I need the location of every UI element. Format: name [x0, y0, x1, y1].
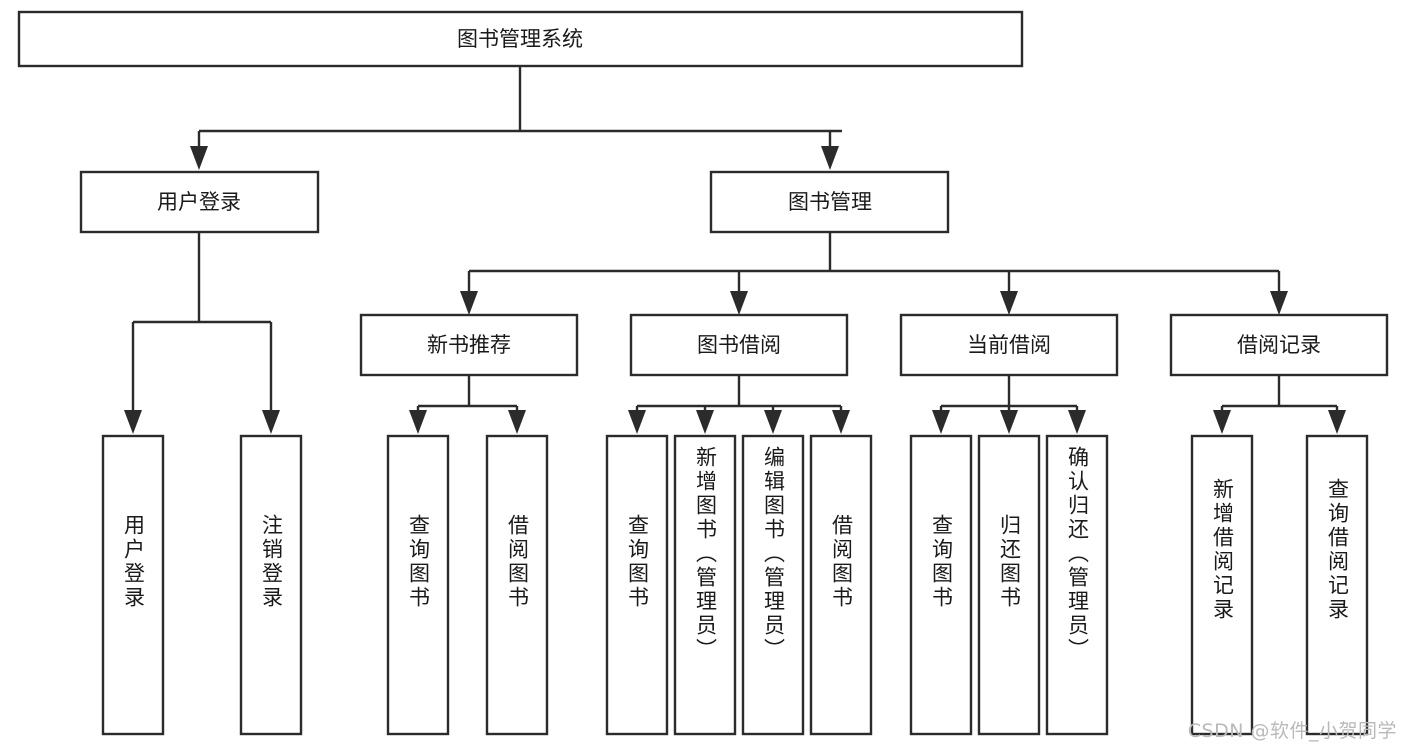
arrow-head-leaf-query-book-1 [409, 410, 427, 434]
node-leaf-query-record-box[interactable] [1305, 434, 1369, 736]
node-book-borrow-label: 图书借阅 [697, 333, 781, 357]
connector-group-new-book-recommend [409, 375, 526, 434]
node-user-login[interactable]: 用户登录 [79, 170, 320, 234]
node-borrow-record-box[interactable] [1169, 313, 1389, 377]
node-leaf-add-record-box[interactable] [1190, 434, 1254, 736]
leaf-box-group [101, 434, 1369, 736]
arrow-head-current-borrow [1000, 291, 1018, 315]
node-book-borrow[interactable]: 图书借阅 [629, 313, 849, 377]
arrow-head-borrow-record [1270, 291, 1288, 315]
arrow-head-leaf-add-book [696, 410, 714, 434]
arrow-head-leaf-query-book-3 [932, 410, 950, 434]
node-root-box[interactable] [17, 10, 1024, 68]
node-current-borrow[interactable]: 当前借阅 [899, 313, 1119, 377]
node-leaf-borrow-book-2-box[interactable] [809, 434, 873, 736]
node-leaf-edit-book-box[interactable] [741, 434, 805, 736]
arrow-head-new-book-recommend [460, 291, 478, 315]
arrow-head-leaf-add-record [1213, 410, 1231, 434]
node-borrow-record-label: 借阅记录 [1237, 333, 1321, 357]
node-leaf-borrow-book-1-box[interactable] [485, 434, 549, 736]
arrow-head-leaf-return-book [1000, 410, 1018, 434]
node-root-label: 图书管理系统 [457, 27, 583, 51]
connector-group-book-borrow [628, 375, 850, 434]
node-leaf-query-book-2-box[interactable] [605, 434, 669, 736]
arrow-head-leaf-edit-book [764, 410, 782, 434]
node-leaf-query-book-1-box[interactable] [386, 434, 450, 736]
arrow-head-leaf-user-logout [262, 410, 280, 434]
node-user-login-box[interactable] [79, 170, 320, 234]
node-book-borrow-box[interactable] [629, 313, 849, 377]
node-leaf-add-book-box[interactable] [673, 434, 737, 736]
arrow-head-leaf-user-login [124, 410, 142, 434]
node-leaf-user-logout-box[interactable] [239, 434, 303, 736]
node-book-manage-label: 图书管理 [788, 190, 872, 214]
arrow-head-leaf-query-record [1328, 410, 1346, 434]
node-new-book-recommend-label: 新书推荐 [427, 333, 511, 357]
node-leaf-user-login-box[interactable] [101, 434, 165, 736]
node-current-borrow-label: 当前借阅 [967, 333, 1051, 357]
connector-group-book-manage [460, 232, 1288, 315]
arrow-head-leaf-borrow-book-1 [508, 410, 526, 434]
arrow-head-book-borrow [730, 291, 748, 315]
connector-group-root [190, 66, 842, 170]
connector-group-user-login [124, 232, 280, 434]
connector-group-current-borrow [932, 375, 1086, 434]
node-new-book-recommend[interactable]: 新书推荐 [359, 313, 579, 377]
node-new-book-recommend-box[interactable] [359, 313, 579, 377]
arrow-head-leaf-query-book-2 [628, 410, 646, 434]
node-leaf-query-book-3-box[interactable] [909, 434, 973, 736]
node-leaf-return-book-box[interactable] [977, 434, 1041, 736]
arrow-head-user-login [190, 146, 208, 170]
node-book-manage-box[interactable] [709, 170, 950, 234]
arrow-head-book-manage [821, 146, 839, 170]
arrow-head-leaf-borrow-book-2 [832, 410, 850, 434]
arrow-head-leaf-confirm-return [1068, 410, 1086, 434]
node-book-manage[interactable]: 图书管理 [709, 170, 950, 234]
node-current-borrow-box[interactable] [899, 313, 1119, 377]
node-root[interactable]: 图书管理系统 [17, 10, 1024, 68]
connector-group-borrow-record [1213, 375, 1346, 434]
watermark-text: CSDN @软件_小贺同学 [1187, 720, 1397, 742]
node-borrow-record[interactable]: 借阅记录 [1169, 313, 1389, 377]
node-user-login-label: 用户登录 [157, 190, 241, 214]
node-leaf-confirm-return-box[interactable] [1045, 434, 1109, 736]
